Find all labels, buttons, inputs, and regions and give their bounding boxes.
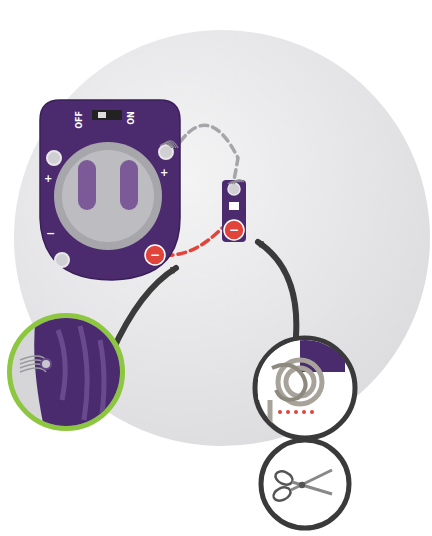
board-label: ON bbox=[128, 111, 136, 125]
thread-stitch-positive bbox=[180, 125, 238, 180]
knot-callout bbox=[255, 338, 355, 438]
leader-arrow bbox=[258, 242, 296, 336]
leader-arrow bbox=[112, 268, 176, 352]
board-label: − bbox=[46, 228, 55, 239]
board-label: + bbox=[160, 168, 168, 178]
felt-circle bbox=[14, 30, 430, 446]
board-label: + bbox=[44, 174, 52, 184]
scissors-icon bbox=[271, 469, 332, 503]
battery-holder-board: OFF ON + + − − bbox=[40, 100, 180, 280]
scissors-callout bbox=[261, 440, 349, 528]
stitch-detail bbox=[10, 316, 122, 428]
stitch-callout bbox=[10, 316, 122, 428]
led-board: − bbox=[222, 180, 246, 242]
knot-detail bbox=[258, 340, 345, 430]
board-label: OFF bbox=[76, 111, 84, 129]
board-label: − bbox=[229, 224, 239, 236]
board-label: − bbox=[150, 249, 160, 261]
